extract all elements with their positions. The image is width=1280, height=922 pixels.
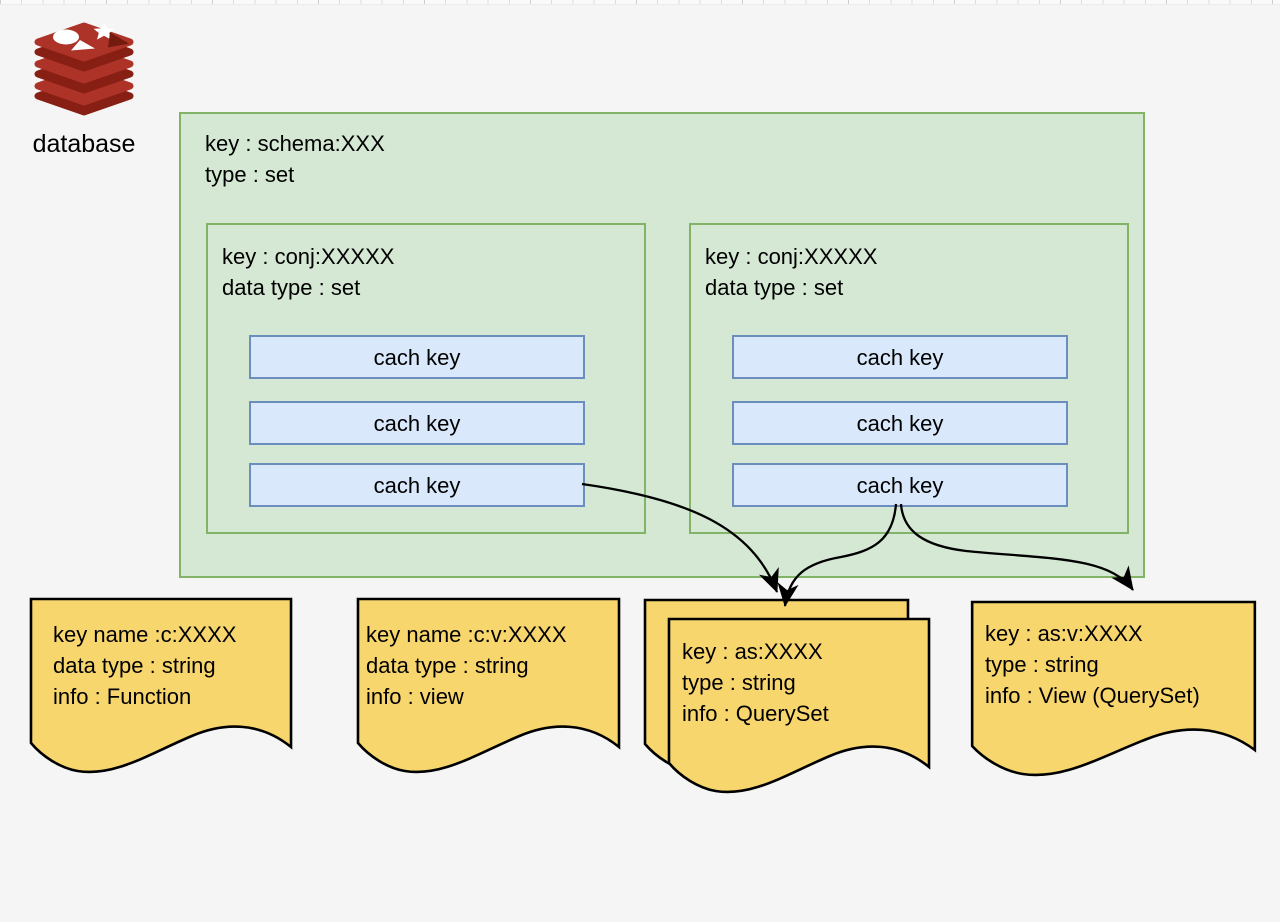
doc-line: key name :c:v:XXXX: [366, 622, 567, 647]
doc-line: type : string: [682, 670, 796, 695]
document-text: key name :c:v:XXXX data type : string in…: [366, 619, 567, 712]
conj-left-label: key : conj:XXXXX data type : set: [222, 241, 394, 303]
document-shape: [970, 600, 1257, 772]
document-text: key : as:v:XXXX type : string info : Vie…: [985, 618, 1200, 711]
document-function-key: key name :c:XXXX data type : string info…: [29, 597, 293, 769]
schema-set-box: key : schema:XXX type : set key : conj:X…: [179, 112, 1145, 578]
doc-line: data type : string: [53, 653, 216, 678]
document-shape: [667, 617, 931, 789]
doc-line: key : as:XXXX: [682, 639, 823, 664]
doc-line: key : as:v:XXXX: [985, 621, 1143, 646]
conj-set-box-left: key : conj:XXXXX data type : set cach ke…: [206, 223, 646, 534]
schema-key-line: key : schema:XXX: [205, 131, 385, 156]
database-label: database: [32, 130, 136, 158]
dark-triangle-glyph: [108, 32, 129, 48]
cache-key-box: cach key: [249, 463, 585, 507]
conj-right-label: key : conj:XXXXX data type : set: [705, 241, 877, 303]
document-shape: [356, 597, 621, 769]
grid-ruler: [0, 0, 1280, 5]
schema-box-label: key : schema:XXX type : set: [205, 128, 385, 190]
cache-key-box: cach key: [732, 463, 1068, 507]
circle-glyph: [53, 29, 79, 45]
doc-line: type : string: [985, 652, 1099, 677]
cache-key-box: cach key: [732, 401, 1068, 445]
conj-left-key-line: key : conj:XXXXX: [222, 244, 395, 269]
doc-line: info : view: [366, 684, 464, 709]
schema-type-line: type : set: [205, 162, 295, 187]
document-shape: [29, 597, 293, 769]
triangle-glyph: [71, 40, 95, 51]
conj-left-type-line: data type : set: [222, 275, 361, 300]
document-text: key name :c:XXXX data type : string info…: [53, 619, 236, 712]
star-glyph: [93, 22, 115, 40]
redis-database-icon: [34, 22, 134, 116]
document-text: key : as:XXXX type : string info : Query…: [682, 636, 829, 729]
cache-key-box: cach key: [249, 401, 585, 445]
cache-key-box: cach key: [732, 335, 1068, 379]
document-view-queryset-key: key : as:v:XXXX type : string info : Vie…: [970, 600, 1257, 772]
doc-line: key name :c:XXXX: [53, 622, 237, 647]
document-view-key: key name :c:v:XXXX data type : string in…: [356, 597, 621, 769]
conj-right-type-line: data type : set: [705, 275, 844, 300]
doc-line: info : View (QuerySet): [985, 683, 1200, 708]
document-queryset-key: key : as:XXXX type : string info : Query…: [667, 617, 931, 789]
doc-line: info : QuerySet: [682, 701, 829, 726]
doc-line: info : Function: [53, 684, 192, 709]
doc-line: data type : string: [366, 653, 529, 678]
conj-set-box-right: key : conj:XXXXX data type : set cach ke…: [689, 223, 1129, 534]
conj-right-key-line: key : conj:XXXXX: [705, 244, 878, 269]
cache-key-box: cach key: [249, 335, 585, 379]
